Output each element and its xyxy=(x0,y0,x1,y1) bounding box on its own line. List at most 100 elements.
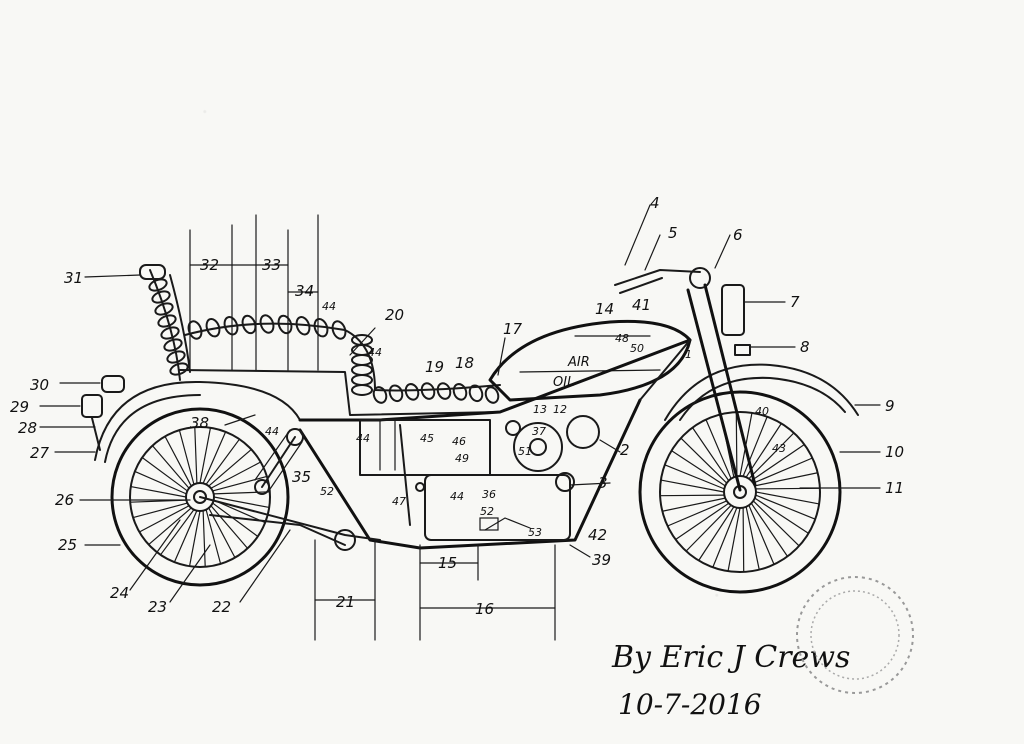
fuel-tank xyxy=(488,319,692,402)
wheel-spoke xyxy=(208,448,252,487)
seat-coil xyxy=(157,314,177,328)
wheel-spoke xyxy=(750,502,789,557)
wheel-spoke xyxy=(748,504,775,566)
label-44-engine: 44 xyxy=(356,432,370,445)
wheel-spoke xyxy=(712,507,738,568)
seat-coil xyxy=(313,318,329,338)
wheel-spoke xyxy=(205,438,241,485)
seat-coil xyxy=(160,326,180,340)
label-16: 16 xyxy=(475,600,494,618)
wheel-spoke xyxy=(151,445,190,489)
label-20: 20 xyxy=(385,306,404,324)
seat-coil xyxy=(484,386,500,404)
seat-coil xyxy=(436,382,452,400)
seat-coil xyxy=(151,290,171,304)
wheel-spoke xyxy=(213,496,270,509)
wheel-spoke xyxy=(698,506,735,562)
seat-coil xyxy=(187,320,203,340)
tail-light xyxy=(81,375,125,451)
seat-coil xyxy=(154,302,174,316)
label-45: 45 xyxy=(420,432,434,445)
label-35: 35 xyxy=(292,468,311,486)
wheel-spoke xyxy=(742,416,768,477)
wheel-spoke xyxy=(138,505,190,533)
label-22: 22 xyxy=(212,598,231,616)
wheel-spoke xyxy=(164,435,192,487)
label-51: 51 xyxy=(518,445,532,458)
label-38: 38 xyxy=(190,414,209,432)
wheel-spoke xyxy=(212,502,259,538)
wheel-spoke xyxy=(680,437,728,484)
label-49: 49 xyxy=(455,452,469,465)
label-11: 11 xyxy=(885,479,904,497)
label-41: 41 xyxy=(632,296,651,314)
label-1: 1 xyxy=(685,348,692,361)
label-4: 4 xyxy=(650,194,660,212)
label-30: 30 xyxy=(30,376,49,394)
label-46: 46 xyxy=(452,435,466,448)
seat-coil xyxy=(468,384,484,403)
label-52-left: 52 xyxy=(320,485,334,498)
wheel-spoke xyxy=(134,470,187,495)
wheel-spoke xyxy=(213,491,271,495)
seat-coil xyxy=(404,383,420,401)
seat-coil xyxy=(452,383,468,401)
tank-air-label: AIR xyxy=(567,355,590,370)
wheel-spoke xyxy=(670,450,726,487)
label-9: 9 xyxy=(885,397,895,415)
label-48: 48 xyxy=(615,332,629,345)
label-50: 50 xyxy=(630,342,644,355)
seat-coil xyxy=(148,278,168,292)
wheel-spoke xyxy=(199,427,212,484)
label-5: 5 xyxy=(668,224,678,242)
seat-coil xyxy=(163,338,183,352)
label-25: 25 xyxy=(58,536,77,554)
label-24: 24 xyxy=(110,584,129,602)
label-37: 37 xyxy=(532,425,546,438)
label-14: 14 xyxy=(595,300,614,318)
label-28: 28 xyxy=(18,419,37,437)
wheel-spoke xyxy=(755,494,816,520)
seat-coil xyxy=(388,384,404,403)
wheel-spoke xyxy=(188,510,201,567)
signature: By Eric J Crews xyxy=(612,640,851,675)
seat-coil xyxy=(259,314,275,334)
wheel-spoke xyxy=(148,507,192,546)
label-34: 34 xyxy=(295,282,314,300)
wheel-spoke xyxy=(141,456,188,492)
wheel-spoke xyxy=(752,457,814,484)
label-19: 19 xyxy=(425,358,444,376)
wheel-spoke xyxy=(213,499,266,524)
wheel-spoke xyxy=(664,464,725,490)
wheel-spoke xyxy=(727,507,741,572)
wheel-spoke xyxy=(752,500,800,547)
signature-date: 10-7-2016 xyxy=(618,688,762,721)
wheel-spoke xyxy=(755,491,820,505)
label-36: 36 xyxy=(482,488,496,501)
label-33: 33 xyxy=(262,256,281,274)
seat-coil xyxy=(223,316,239,336)
label-7: 7 xyxy=(790,293,800,311)
wheel-spoke xyxy=(132,502,188,519)
label-40: 40 xyxy=(755,405,769,418)
wheel-spoke xyxy=(748,432,795,480)
wheel-spoke xyxy=(745,506,760,571)
label-44-frame: 44 xyxy=(265,425,279,438)
wheel-spoke xyxy=(685,504,732,552)
wheel-spoke xyxy=(212,475,268,492)
wheel-spoke xyxy=(735,411,738,477)
label-27: 27 xyxy=(30,444,50,462)
wheel-spoke xyxy=(202,510,206,568)
label-52-right: 52 xyxy=(480,505,494,518)
label-3: 3 xyxy=(598,474,608,492)
seat-coil xyxy=(166,350,186,364)
wheel-spoke xyxy=(205,509,222,565)
seat-coil xyxy=(241,314,257,335)
label-43: 43 xyxy=(772,442,786,455)
seat xyxy=(148,269,501,416)
label-42: 42 xyxy=(588,526,607,544)
seat-coil xyxy=(351,384,373,396)
label-10: 10 xyxy=(885,443,904,461)
label-44-crank: 44 xyxy=(450,490,464,503)
